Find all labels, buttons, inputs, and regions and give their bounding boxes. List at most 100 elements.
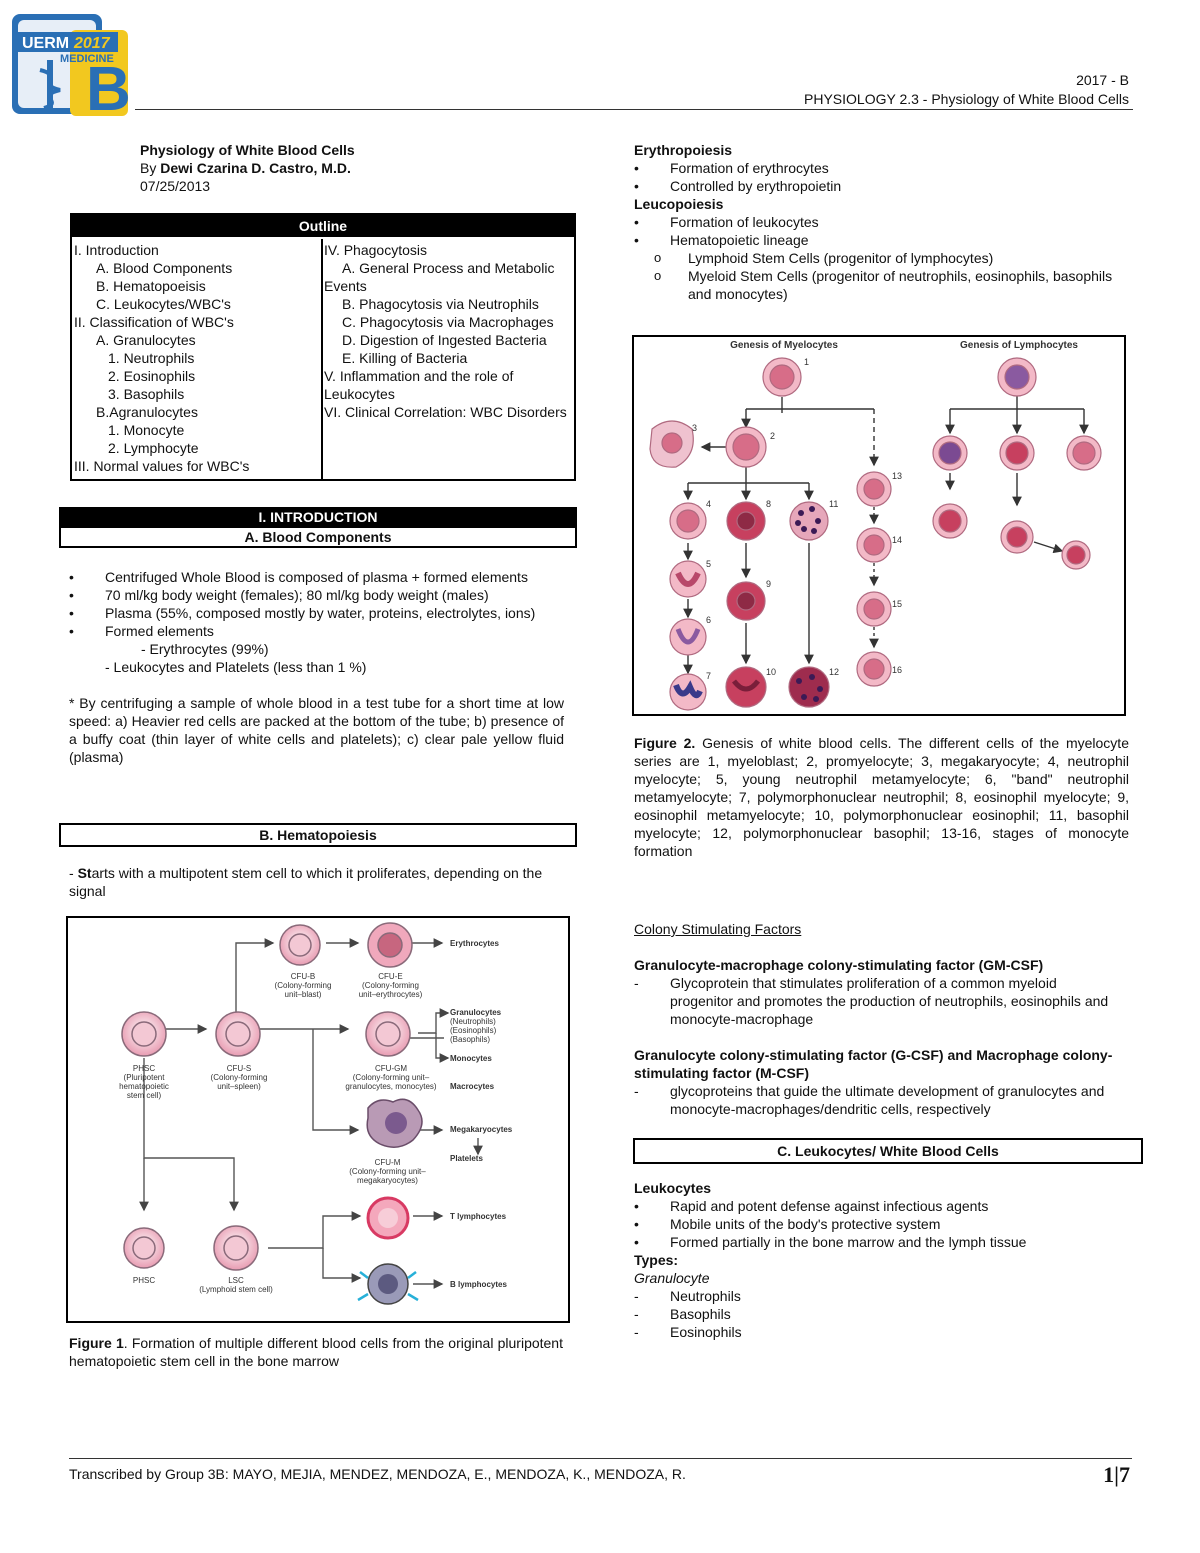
label-platelets: Platelets: [450, 1154, 483, 1163]
outline-item: VI. Clinical Correlation: WBC Disorders: [324, 404, 567, 420]
list-item: Hematopoietic lineage: [634, 231, 1129, 249]
cell-number: 9: [766, 579, 772, 589]
label-genesis-myelocytes: Genesis of Myelocytes: [730, 340, 838, 351]
leukocytes-section: Leukocytes Rapid and potent defense agai…: [634, 1179, 1129, 1341]
cell-number: 12: [829, 667, 840, 677]
cell-number: 13: [892, 471, 903, 481]
g-csf-heading: Granulocyte colony-stimulating factor (G…: [634, 1047, 1113, 1081]
figure-2-genesis-diagram: Genesis of Myelocytes Genesis of Lymphoc…: [632, 335, 1126, 716]
centrifuge-note: * By centrifuging a sample of whole bloo…: [69, 695, 564, 765]
list-item: Formed elements: [69, 622, 564, 640]
svg-text:2017: 2017: [73, 35, 111, 52]
outline-item: 1. Monocyte: [108, 422, 185, 438]
outline-item: A. General Process and Metabolic Events: [324, 260, 555, 294]
outline-item: IV. Phagocytosis: [324, 242, 427, 258]
list-subitem: Myeloid Stem Cells (progenitor of neutro…: [634, 267, 1129, 303]
label-erythrocytes: Erythrocytes: [450, 939, 499, 948]
cell-number: 8: [766, 499, 772, 509]
list-item: Formation of erythrocytes: [634, 159, 1129, 177]
list-item: Controlled by erythropoietin: [634, 177, 1129, 195]
cell-number: 15: [892, 599, 903, 609]
svg-text:MEDICINE: MEDICINE: [60, 53, 114, 65]
outline-item: E. Killing of Bacteria: [342, 350, 468, 366]
cell-number: 14: [892, 535, 903, 545]
uerm-logo: B UERM 2017 MEDICINE: [10, 10, 132, 124]
cell-number: 5: [706, 559, 712, 569]
label-t-lymphocytes: T lymphocytes: [450, 1212, 507, 1221]
cell-number: 7: [706, 671, 712, 681]
list-item: Rapid and potent defense against infecti…: [634, 1197, 1129, 1215]
header-divider: [135, 109, 1133, 110]
label-lsc: LSC(Lymphoid stem cell): [199, 1276, 273, 1294]
outline-right-column: IV. Phagocytosis A. General Process and …: [324, 241, 572, 421]
cell-number: 3: [692, 423, 698, 433]
svg-text:B: B: [86, 55, 131, 122]
cell-number: 16: [892, 665, 903, 675]
types-heading: Types:: [634, 1252, 679, 1268]
outline-item: A. Blood Components: [96, 260, 233, 276]
label-genesis-lymphocytes: Genesis of Lymphocytes: [960, 340, 1078, 351]
g-csf-description: glycoproteins that guide the ultimate de…: [634, 1082, 1129, 1118]
gm-csf-description: Glycoprotein that stimulates proliferati…: [634, 974, 1129, 1028]
footer-divider: [69, 1458, 1132, 1459]
list-subitem: - Erythrocytes (99%): [141, 641, 269, 657]
list-item: 70 ml/kg body weight (females); 80 ml/kg…: [69, 586, 564, 604]
document-title: Physiology of White Blood Cells: [140, 142, 355, 158]
outline-item: 2. Eosinophils: [108, 368, 196, 384]
footer-credits: Transcribed by Group 3B: MAYO, MEJIA, ME…: [69, 1466, 686, 1482]
csf-heading: Colony Stimulating Factors: [634, 921, 802, 937]
label-phsc-2: PHSC: [132, 1276, 156, 1285]
list-subitem: - Leukocytes and Platelets (less than 1 …: [105, 659, 367, 675]
label-granulocytes: Granulocytes(Neutrophils)(Eosinophils)(B…: [450, 1008, 502, 1044]
list-item: Formed partially in the bone marrow and …: [634, 1233, 1129, 1251]
svg-text:UERM: UERM: [22, 35, 69, 52]
outline-item: 3. Basophils: [108, 386, 185, 402]
outline-item: I. Introduction: [74, 242, 159, 258]
cell-number: 6: [706, 615, 712, 625]
erythro-leuco-section: Erythropoiesis Formation of erythrocytes…: [634, 141, 1129, 303]
label-cfu-m: CFU-M(Colony-forming unit–megakaryocytes…: [349, 1158, 426, 1185]
label-b-lymphocytes: B lymphocytes: [450, 1280, 507, 1289]
hematopoiesis-text: - Starts with a multipotent stem cell to…: [69, 865, 543, 899]
outline-item: 2. Lymphocyte: [108, 440, 199, 456]
csf-section: Colony Stimulating Factors Granulocyte-m…: [634, 920, 1129, 1118]
list-subitem: Lymphoid Stem Cells (progenitor of lymph…: [634, 249, 1129, 267]
figure-2-caption: Figure 2. Genesis of white blood cells. …: [634, 735, 1129, 859]
course-title: PHYSIOLOGY 2.3 - Physiology of White Blo…: [804, 91, 1129, 107]
list-item: Plasma (55%, composed mostly by water, p…: [69, 604, 564, 622]
author-line: By Dewi Czarina D. Castro, M.D.: [140, 160, 351, 176]
title-block: Physiology of White Blood Cells By Dewi …: [140, 141, 570, 195]
cell-number: 4: [706, 499, 712, 509]
outline-heading: Outline: [72, 215, 574, 237]
label-monocytes: Monocytes: [450, 1054, 492, 1063]
page-number: 1|7: [1103, 1462, 1130, 1487]
outline-item: C. Leukocytes/WBC's: [96, 296, 231, 312]
gm-csf-heading: Granulocyte-macrophage colony-stimulatin…: [634, 957, 1044, 973]
subsection-hematopoiesis: B. Hematopoiesis: [59, 823, 577, 847]
intro-bullets: Centrifuged Whole Blood is composed of p…: [69, 568, 564, 766]
outline-divider: [321, 239, 323, 479]
list-item: Eosinophils: [634, 1323, 1129, 1341]
section-introduction: I. INTRODUCTION: [59, 507, 577, 527]
leucopoiesis-heading: Leucopoiesis: [634, 196, 724, 212]
list-item: Centrifuged Whole Blood is composed of p…: [69, 568, 564, 586]
erythropoiesis-heading: Erythropoiesis: [634, 142, 733, 158]
granulocyte-label: Granulocyte: [634, 1270, 710, 1286]
cell-number: 10: [766, 667, 777, 677]
outline-item: A. Granulocytes: [96, 332, 196, 348]
outline-item: III. Normal values for WBC's: [74, 458, 250, 474]
outline-box: Outline I. Introduction A. Blood Compone…: [70, 213, 576, 481]
cell-number: 11: [829, 499, 839, 509]
outline-item: B. Hematopoeisis: [96, 278, 206, 294]
label-macrocytes: Macrocytes: [450, 1082, 495, 1091]
label-megakaryocytes: Megakaryocytes: [450, 1125, 513, 1134]
outline-item: V. Inflammation and the role of Leukocyt…: [324, 368, 514, 402]
list-item: Neutrophils: [634, 1287, 1129, 1305]
list-item: Basophils: [634, 1305, 1129, 1323]
outline-left-column: I. Introduction A. Blood Components B. H…: [74, 241, 320, 475]
list-item: Formation of leukocytes: [634, 213, 1129, 231]
